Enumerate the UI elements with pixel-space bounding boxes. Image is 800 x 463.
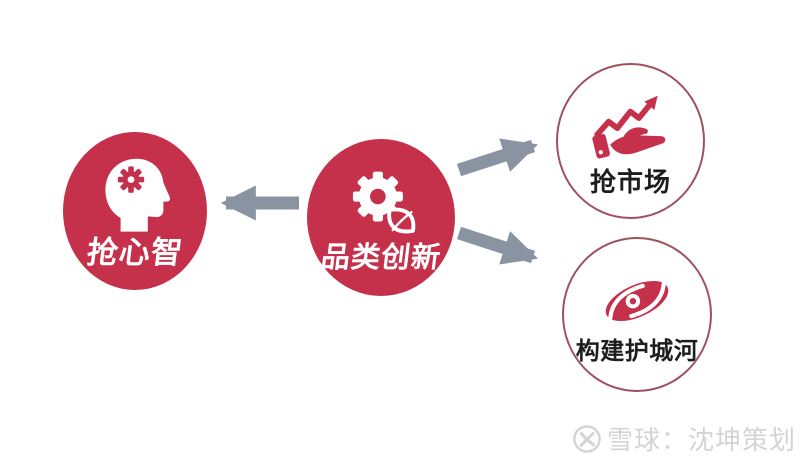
head-gear-icon bbox=[105, 158, 171, 232]
node-seize-market: 抢市场 bbox=[556, 63, 705, 219]
galaxy-swirl-icon bbox=[605, 281, 669, 322]
gear-leaf-icon bbox=[352, 171, 416, 233]
node-label-seize-market: 抢市场 bbox=[589, 166, 671, 197]
hand-growth-arrow-icon bbox=[591, 95, 665, 159]
node-label-category-innovation: 品类创新 bbox=[319, 241, 444, 274]
node-build-moat: 构建护城河 bbox=[562, 237, 712, 392]
arrow-center-to-bottom-right bbox=[456, 226, 539, 265]
node-label-build-moat: 构建护城河 bbox=[575, 338, 699, 366]
arrow-center-to-top-right bbox=[456, 138, 539, 177]
watermark: 雪球：沈坤策划 bbox=[572, 420, 796, 457]
node-category-innovation: 品类创新 bbox=[307, 139, 455, 296]
xueqiu-logo-icon bbox=[573, 424, 601, 453]
node-label-seize-mindshare: 抢心智 bbox=[84, 234, 186, 270]
watermark-text: 雪球：沈坤策划 bbox=[606, 425, 796, 455]
node-seize-mindshare: 抢心智 bbox=[63, 132, 207, 290]
